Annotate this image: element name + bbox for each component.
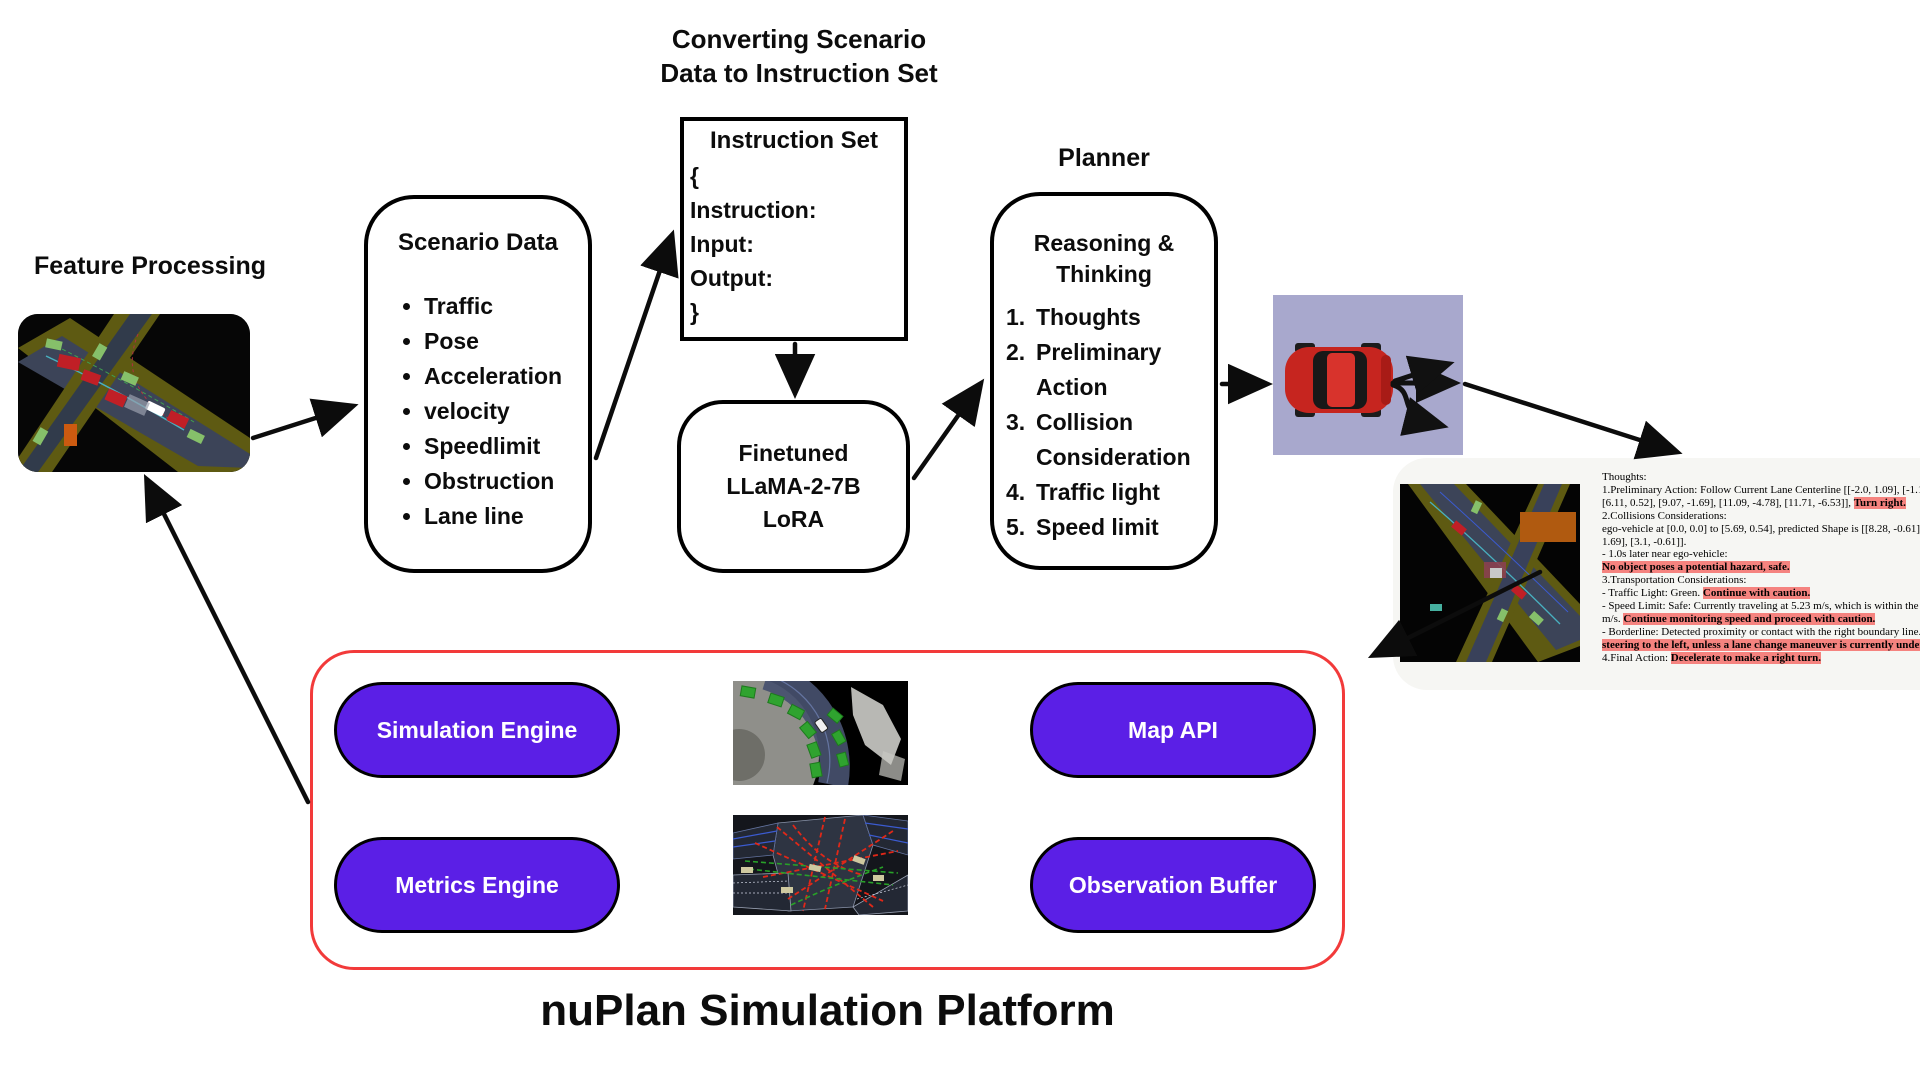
arrow-scenario-to-instruction — [593, 229, 679, 461]
reasoning-output-text: Thoughts:1.Preliminary Action: Follow Cu… — [1602, 471, 1920, 665]
scenario-data-box: Scenario Data TrafficPoseAccelerationvel… — [364, 195, 592, 573]
converting-title-line2: Data to Instruction Set — [660, 58, 938, 88]
planner-step-item: 3. Collision Consideration — [1006, 405, 1214, 475]
scenario-data-title: Scenario Data — [397, 229, 559, 256]
planner-box-title: Reasoning & Thinking — [994, 228, 1214, 290]
metrics-engine-pill: Metrics Engine — [334, 837, 620, 933]
reasoning-line: 1.Preliminary Action: Follow Current Lan… — [1602, 483, 1920, 496]
observation-buffer-pill: Observation Buffer — [1030, 837, 1316, 933]
scenario-data-item: Speedlimit — [424, 429, 588, 464]
instruction-set-line: Input: — [690, 231, 754, 257]
reasoning-line: 3.Transportation Considerations: — [1602, 574, 1747, 587]
reasoning-line: Thoughts: — [1602, 471, 1647, 483]
output-map-image — [1400, 484, 1580, 662]
planner-box-title-line1: Reasoning & — [1033, 230, 1175, 256]
arrow-car-to-output — [1462, 381, 1683, 460]
simulation-map-art — [659, 660, 908, 835]
feature-map-art — [18, 314, 250, 472]
feature-processing-label: Feature Processing — [34, 252, 267, 280]
arrow-finetuned-to-planner — [911, 378, 985, 481]
scenario-data-item: Lane line — [424, 499, 588, 534]
planner-box: Reasoning & Thinking 1. Thoughts 2. Prelimi… — [990, 192, 1218, 570]
reasoning-line: steering to the left, unless a lane chan… — [1602, 638, 1920, 652]
reasoning-line: - Borderline: Detected proximity or cont… — [1602, 625, 1920, 638]
ego-car-art — [1285, 343, 1461, 436]
converting-title-line1: Converting Scenario — [671, 24, 927, 54]
feature-map-image — [18, 314, 250, 472]
planner-step-label: Preliminary Action — [1036, 339, 1162, 400]
map-api-label: Map API — [1128, 716, 1218, 743]
instruction-set-line: } — [690, 299, 699, 325]
planner-step-item: 4. Traffic light — [1006, 475, 1214, 510]
scenario-data-item: velocity — [424, 394, 588, 429]
arrow-platform-to-feature — [143, 473, 311, 805]
reasoning-line: 4.Final Action: Decelerate to make a rig… — [1602, 651, 1822, 664]
reasoning-line: ego-vehicle at [0.0, 0.0] to [5.69, 0.54… — [1602, 522, 1920, 535]
converting-title: Converting Scenario Data to Instruction … — [634, 22, 964, 90]
instruction-set-lines: { Instruction: Input: Output:} — [690, 159, 904, 329]
metrics-map-art — [732, 814, 909, 916]
planner-step-label: Speed limit — [1036, 514, 1159, 540]
reasoning-line: - 1.0s later near ego-vehicle: — [1602, 548, 1728, 561]
finetuned-line1: Finetuned — [738, 440, 849, 466]
arrow-feature-to-scenario — [250, 398, 359, 441]
planner-step-number: 4. — [1006, 479, 1026, 505]
simulation-map-image — [659, 660, 908, 835]
planner-step-number: 1. — [1006, 304, 1026, 330]
reasoning-line: - Speed Limit: Safe: Currently traveling… — [1602, 600, 1920, 613]
planner-step-label: Thoughts — [1036, 304, 1141, 330]
planner-step-number: 2. — [1006, 339, 1026, 365]
scenario-data-item: Traffic — [424, 289, 588, 324]
reasoning-line: 2.Collisions Considerations: — [1602, 509, 1727, 522]
planner-steps-list: 1. Thoughts 2. Preliminary Action 3. Collisio… — [994, 300, 1214, 545]
simulation-engine-pill: Simulation Engine — [334, 682, 620, 778]
metrics-engine-label: Metrics Engine — [395, 871, 559, 898]
instruction-set-title: Instruction Set — [709, 127, 878, 154]
instruction-set-line: Instruction: — [690, 197, 817, 223]
reasoning-line: m/s. Continue monitoring speed and proce… — [1602, 612, 1876, 625]
instruction-set-line: { — [690, 163, 699, 189]
reasoning-line: No object poses a potential hazard, safe… — [1602, 561, 1790, 574]
planner-step-label: Traffic light — [1036, 479, 1160, 505]
scenario-data-list: TrafficPoseAccelerationvelocitySpeedlimi… — [368, 289, 588, 534]
reasoning-line: [6.11, 0.52], [9.07, -1.69], [11.09, -4.… — [1602, 496, 1906, 509]
ego-car-image — [1273, 295, 1463, 455]
planner-step-label: Collision Consideration — [1036, 409, 1191, 470]
planner-step-number: 5. — [1006, 514, 1026, 540]
scenario-data-item: Pose — [424, 324, 588, 359]
planner-step-item: 5. Speed limit — [1006, 510, 1214, 545]
finetuned-line3: LoRA — [762, 506, 825, 532]
scenario-data-item: Acceleration — [424, 359, 588, 394]
branch-arrow-up — [1392, 355, 1455, 395]
metrics-map-image — [732, 814, 909, 916]
map-api-pill: Map API — [1030, 682, 1316, 778]
instruction-set-box: Instruction Set { Instruction: Input: Outpu… — [680, 117, 908, 341]
output-map-art — [1400, 484, 1580, 662]
branch-arrow-down — [1390, 382, 1449, 436]
finetuned-llm-box: Finetuned LLaMA-2-7B LoRA — [677, 400, 910, 573]
finetuned-llm-lines: Finetuned LLaMA-2-7B LoRA — [726, 437, 860, 536]
reasoning-line: - Traffic Light: Green. Continue with ca… — [1602, 587, 1811, 600]
instruction-set-line: Output: — [690, 265, 774, 291]
planner-box-title-line2: Thinking — [1056, 261, 1152, 287]
planner-step-number: 3. — [1006, 409, 1026, 435]
planner-step-item: 1. Thoughts — [1006, 300, 1214, 335]
observation-buffer-label: Observation Buffer — [1068, 871, 1278, 898]
scenario-data-item: Obstruction — [424, 464, 588, 499]
finetuned-line2: LLaMA-2-7B — [726, 473, 861, 499]
simulation-engine-label: Simulation Engine — [376, 716, 578, 743]
platform-title: nuPlan Simulation Platform — [540, 986, 1115, 1035]
planner-step-item: 2. Preliminary Action — [1006, 335, 1214, 405]
planner-label: Planner — [1058, 144, 1150, 172]
reasoning-line: 1.69], [3.1, -0.61]]. — [1602, 535, 1687, 548]
